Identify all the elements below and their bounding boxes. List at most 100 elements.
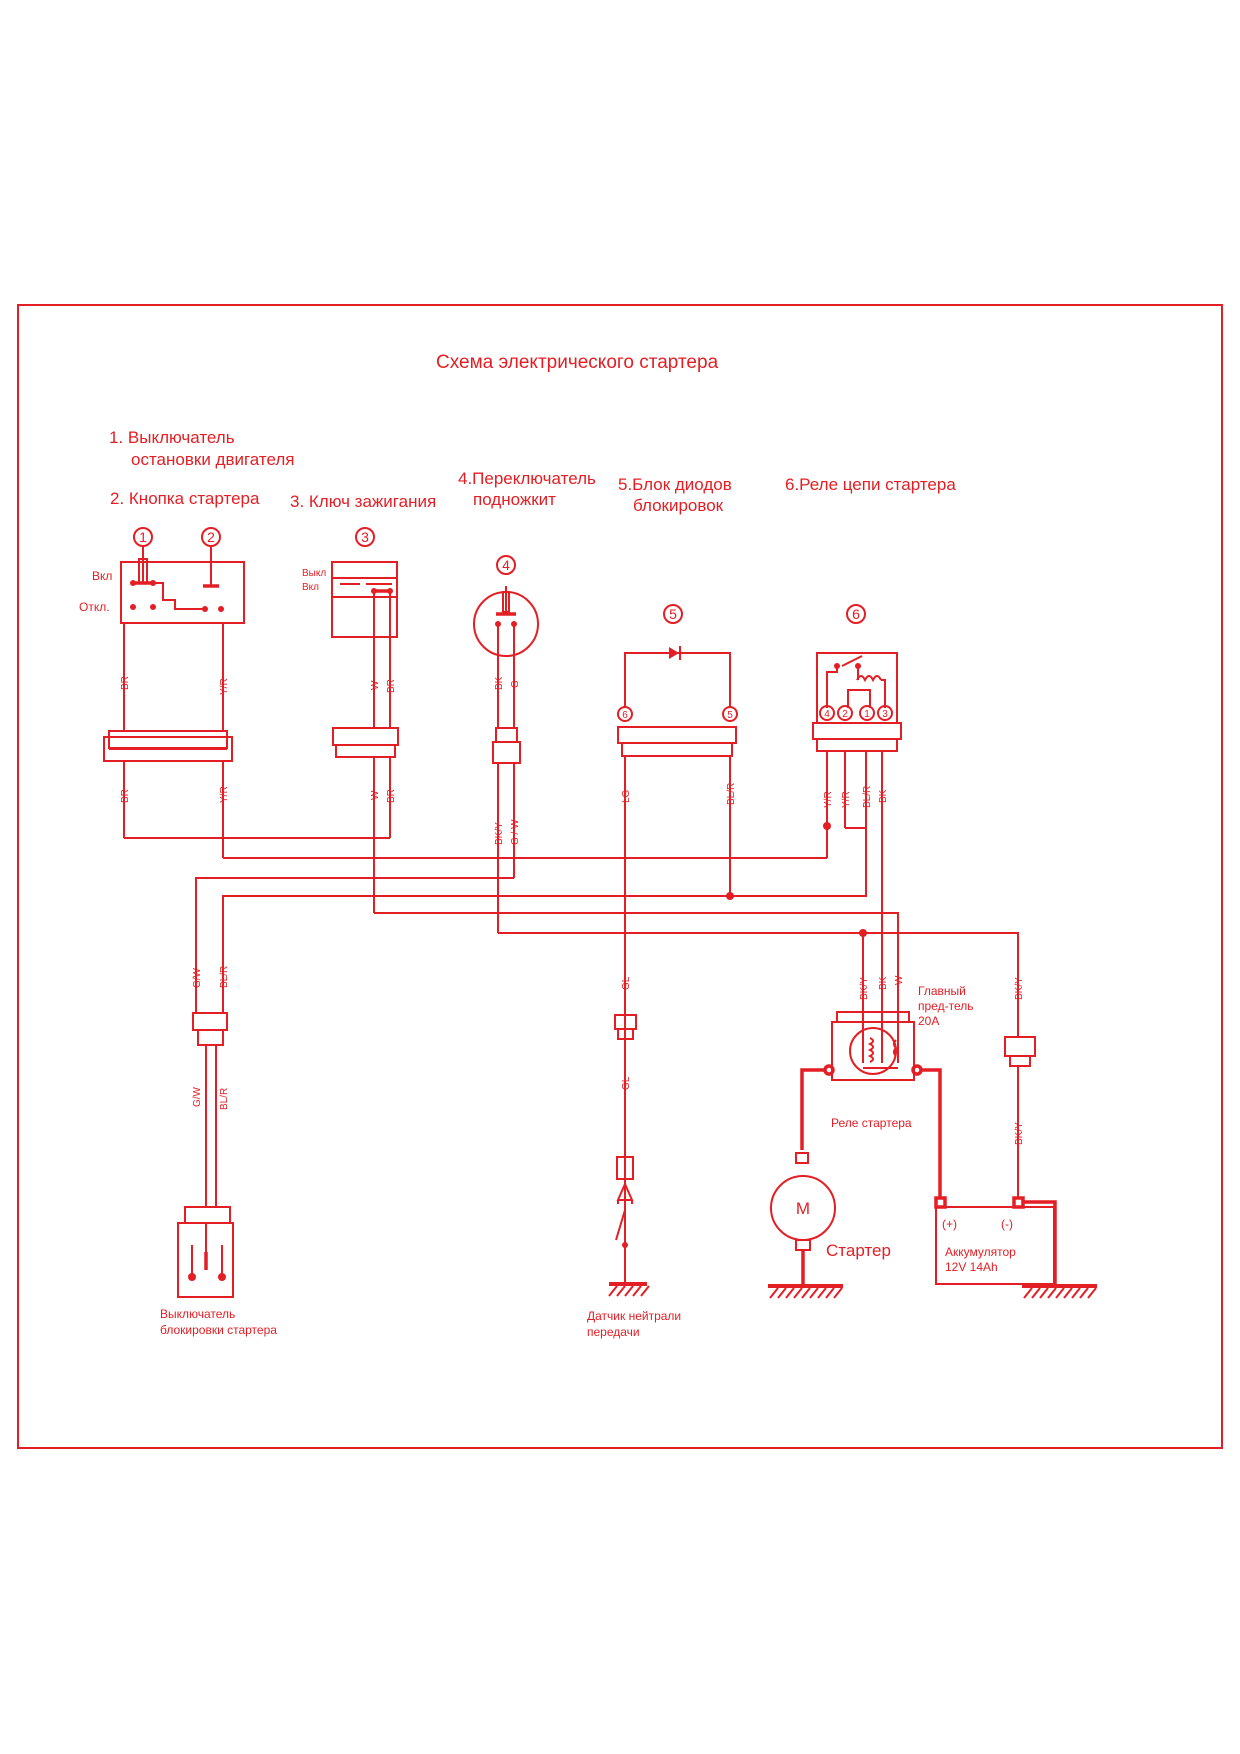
wire-label-gw-slash: G / W — [510, 819, 521, 845]
diode-block: 6 5 — [617, 646, 738, 722]
wire-label-lg: LG — [621, 789, 632, 803]
wire-label-blr-1: BL/R — [219, 966, 230, 988]
neutral-sensor — [608, 1156, 650, 1297]
marker-6: 6 — [846, 604, 866, 624]
diagram-title: Схема электрического стартера — [436, 352, 719, 373]
svg-text:5: 5 — [727, 710, 733, 721]
wire-label-gl-2: GL — [621, 1076, 632, 1090]
wire-label-br3-2: BR — [386, 789, 397, 803]
connector-4 — [492, 727, 521, 764]
svg-text:2: 2 — [842, 709, 848, 720]
connector-battery — [1004, 1036, 1036, 1067]
wire-label-yr-2: Y/R — [219, 786, 230, 803]
wire-label-g-1: G — [510, 680, 521, 688]
junction-dot-bky — [859, 929, 867, 937]
connector-neutral — [614, 1014, 637, 1040]
connector-5 — [617, 726, 737, 757]
label-on: Вкл — [92, 569, 112, 583]
svg-text:1: 1 — [139, 529, 147, 545]
sidestand-switch — [473, 586, 539, 657]
clutch-lock-switch — [177, 1206, 234, 1298]
junction-dot-blr — [726, 892, 734, 900]
wire-label-w-fuse: W — [894, 975, 905, 985]
wire-label-bky-bat-2: BK/Y — [1014, 1122, 1025, 1145]
starter-relay — [823, 1011, 923, 1081]
battery — [934, 1196, 1097, 1299]
diagram-frame — [17, 304, 1223, 1449]
wire-label-w-1: W — [370, 680, 381, 690]
label-key-off: Выкл — [302, 568, 326, 579]
connector-6 — [812, 722, 902, 752]
wire-label-gw-1: G/W — [192, 967, 203, 988]
wire-label-w-2: W — [370, 790, 381, 800]
legend-item-5-line1: 5.Блок диодов — [618, 475, 732, 494]
marker-2: 2 — [201, 527, 221, 547]
svg-text:3: 3 — [882, 709, 888, 720]
wire-label-bky-relay: BK/Y — [859, 977, 870, 1000]
neutral-sensor-label-2: передачи — [587, 1325, 640, 1339]
wire-label-yr-relay-a: Y/R — [823, 791, 834, 808]
starter-motor: M — [768, 1152, 843, 1299]
legend-item-1-line1: 1. Выключатель — [109, 428, 235, 447]
battery-minus: (-) — [1001, 1217, 1013, 1231]
legend-item-4-line2: подножкит — [473, 490, 556, 509]
wire-label-blr-2: BL/R — [219, 1088, 230, 1110]
main-fuse-label-2: пред-тель — [918, 999, 973, 1013]
legend-item-5-line2: блокировок — [633, 496, 724, 515]
legend-item-4-line1: 4.Переключатель — [458, 469, 596, 488]
svg-text:3: 3 — [361, 529, 369, 545]
svg-text:5: 5 — [669, 606, 677, 622]
wire-label-gl-1: GL — [621, 976, 632, 990]
wire-label-bky-bat-1: BK/Y — [1014, 977, 1025, 1000]
legend-item-6: 6.Реле цепи стартера — [785, 475, 956, 494]
main-fuse-label-1: Главный — [918, 984, 966, 998]
marker-5: 5 — [663, 604, 683, 624]
wire-label-br-1: BR — [120, 676, 131, 690]
connector-1-2 — [103, 730, 233, 762]
marker-3: 3 — [355, 527, 375, 547]
motor-symbol: M — [796, 1199, 810, 1218]
wire-label-yr-relay-b: Y/R — [841, 791, 852, 808]
marker-1: 1 — [133, 527, 153, 547]
svg-text:4: 4 — [824, 709, 830, 720]
wire-label-blr-relay: BL/R — [862, 786, 873, 808]
svg-text:4: 4 — [502, 557, 510, 573]
starter-relay-label: Реле стартера — [831, 1116, 912, 1130]
wire-label-blr-diode: BL/R — [726, 783, 737, 805]
wire-label-yr-1: Y/R — [219, 678, 230, 695]
wire-label-gw-2: G/W — [192, 1086, 203, 1107]
starter-circuit-relay: 4 2 1 3 — [816, 652, 898, 724]
wire-label-br3-1: BR — [386, 679, 397, 693]
cable-relay-to-starter — [800, 1068, 825, 1150]
starter-label: Стартер — [826, 1241, 891, 1260]
svg-text:2: 2 — [207, 529, 215, 545]
lock-switch-label-1: Выключатель — [160, 1307, 235, 1321]
svg-text:6: 6 — [622, 710, 628, 721]
label-key-on: Вкл — [302, 582, 319, 593]
battery-label-1: Аккумулятор — [945, 1245, 1016, 1259]
lock-switch-label-2: блокировки стартера — [160, 1323, 277, 1337]
label-off: Откл. — [79, 600, 110, 614]
neutral-sensor-label-1: Датчик нейтрали — [587, 1309, 681, 1323]
stop-switch-start-button-box — [120, 546, 245, 624]
main-fuse-label-3: 20A — [918, 1014, 939, 1028]
connector-lock — [192, 1012, 228, 1046]
wire-label-bk-relay: BK — [878, 789, 889, 803]
wire-label-bky-1: BK/Y — [494, 822, 505, 845]
wire-label-bk-1: BK — [494, 676, 505, 690]
legend-item-2: 2. Кнопка стартера — [110, 489, 260, 508]
legend-item-1-line2: остановки двигателя — [131, 450, 295, 469]
ignition-key-box — [331, 561, 398, 638]
battery-label-2: 12V 14Ah — [945, 1260, 998, 1274]
wire-label-bk-fuse: BK — [878, 976, 889, 990]
svg-text:6: 6 — [852, 606, 860, 622]
svg-text:1: 1 — [864, 709, 870, 720]
battery-plus: (+) — [942, 1217, 957, 1231]
cable-relay-to-battery — [921, 1068, 942, 1198]
connector-3 — [332, 727, 399, 758]
junction-dot-yr — [823, 822, 831, 830]
wire-label-br-2: BR — [120, 789, 131, 803]
marker-4: 4 — [496, 555, 516, 575]
legend-item-3: 3. Ключ зажигания — [290, 492, 436, 511]
